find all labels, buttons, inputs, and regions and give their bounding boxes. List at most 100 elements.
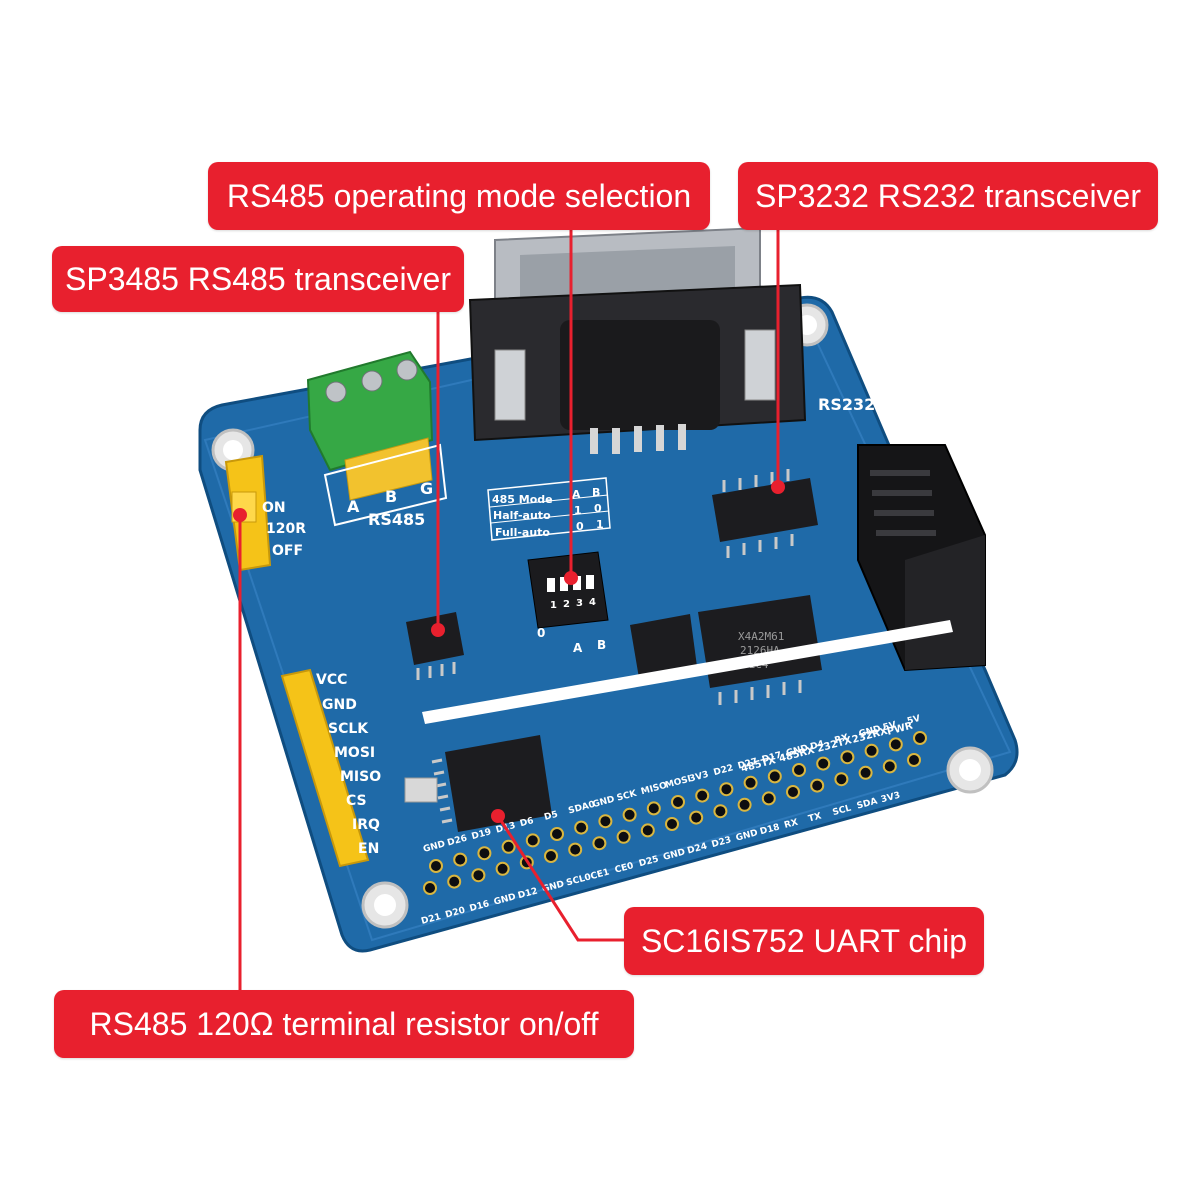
gpio-label-bottom-19: 5V xyxy=(882,720,897,733)
gpio-label-top-2: D16 xyxy=(469,899,491,914)
jumper-label-120r: 120R xyxy=(266,521,306,537)
leader-uart-chip xyxy=(496,815,624,942)
gpio-label-top-7: CE1 xyxy=(590,868,611,883)
gpio-label-top-4: D12 xyxy=(517,886,539,901)
mode-table-col-b: B xyxy=(592,486,600,499)
gpio-hole xyxy=(907,753,921,767)
sp3485-chip xyxy=(406,612,464,680)
gpio-hole xyxy=(913,731,927,745)
mode-row-half: Half-auto xyxy=(493,509,551,522)
side-label-miso: MISO xyxy=(340,769,381,785)
dip-number-3: 3 xyxy=(576,598,583,609)
gpio-hole xyxy=(689,810,704,825)
terminal-pin-g: G xyxy=(420,479,433,498)
gpio-hole xyxy=(616,829,631,844)
gpio-label-bottom-5: D5 xyxy=(543,810,559,823)
mode-row-full-a: 0 xyxy=(576,520,584,533)
gpio-label-bottom-1: D26 xyxy=(446,834,468,849)
chip-mark-1: X4A2M61 xyxy=(738,630,784,643)
gpio-hole xyxy=(840,750,855,765)
gpio-hole xyxy=(713,804,728,819)
gpio-hole xyxy=(646,801,661,816)
dip-number-1: 1 xyxy=(550,600,557,611)
gpio-label-bottom-11: 3V3 xyxy=(688,770,709,785)
gpio-hole xyxy=(743,775,758,790)
gpio-label-bottom-16: D4 xyxy=(809,739,825,752)
jumper-label-off: OFF xyxy=(272,543,303,559)
gpio-label-top-11: D24 xyxy=(686,842,708,857)
db9-connector xyxy=(468,226,807,454)
side-label-gnd: GND xyxy=(322,697,357,713)
gpio-hole xyxy=(737,797,752,812)
gpio-label-bottom-17: RX xyxy=(834,733,850,746)
mode-row-half-b: 0 xyxy=(594,502,602,515)
gpio-hole xyxy=(864,743,879,758)
gpio-hole xyxy=(882,759,897,774)
gpio-hole xyxy=(550,827,564,841)
gpio-hole xyxy=(568,842,583,857)
gpio-label-bottom-2: D19 xyxy=(471,827,493,842)
gpio-hole xyxy=(671,795,685,809)
gpio-hole xyxy=(622,807,637,822)
callout-terminal-resistor: RS485 120Ω terminal resistor on/off xyxy=(54,990,634,1058)
side-label-cs: CS xyxy=(346,793,367,809)
gpio-hole xyxy=(792,763,806,777)
side-pin-header xyxy=(280,668,370,868)
gpio-hole xyxy=(477,846,492,861)
sp3232-chip xyxy=(712,469,818,558)
terminal-pin-a: A xyxy=(347,497,360,516)
crystal-oscillator xyxy=(404,777,438,803)
gpio-hole xyxy=(858,765,873,780)
gpio-label-top-12: D23 xyxy=(711,835,733,850)
side-label-sclk: SCLK xyxy=(328,721,369,737)
gpio-hole xyxy=(544,849,558,863)
dip-switch: 1 2 3 4 A B 0 xyxy=(527,551,609,655)
gpio-label-top-16: TX xyxy=(807,811,822,824)
gpio-hole xyxy=(816,756,831,771)
callout-rs232-transceiver-text: SP3232 RS232 transceiver xyxy=(755,178,1141,214)
callout-uart-chip-text: SC16IS752 UART chip xyxy=(640,923,968,959)
gpio-label-bottom-4: D6 xyxy=(519,816,535,829)
mode-row-full-b: 1 xyxy=(596,518,604,531)
mode-table-col-a: A xyxy=(572,488,581,501)
gpio-hole xyxy=(471,868,486,883)
gpio-label-bottom-13: D27 xyxy=(737,757,759,772)
gpio-hole xyxy=(786,785,800,799)
mode-row-half-a: 1 xyxy=(574,504,582,517)
gpio-hole xyxy=(525,833,540,848)
gpio-label-bottom-20: 5V xyxy=(906,714,921,727)
gpio-hole xyxy=(695,788,710,803)
dip-number-2: 2 xyxy=(563,599,570,610)
terminal-pin-b: B xyxy=(385,487,397,506)
gpio-label-top-17: SCL xyxy=(832,803,853,818)
jumper-label-on: ON xyxy=(262,500,286,516)
gpio-hole xyxy=(423,881,437,895)
gpio-label-top-14: D18 xyxy=(759,822,781,837)
dip-number-4: 4 xyxy=(589,597,596,608)
gpio-label-bottom-14: D17 xyxy=(761,750,783,765)
rs232-label: RS232 xyxy=(818,395,875,414)
side-label-en: EN xyxy=(358,841,379,857)
mode-table-header: 485 Mode xyxy=(492,493,553,506)
gpio-label-top-8: CE0 xyxy=(614,861,635,876)
callout-mode-selection: RS485 operating mode selection xyxy=(208,162,710,230)
side-label-mosi: MOSI xyxy=(334,745,375,761)
callout-rs232-transceiver: SP3232 RS232 transceiver xyxy=(738,162,1158,230)
gpio-hole xyxy=(810,778,825,793)
gpio-hole xyxy=(453,852,468,867)
gpio-hole xyxy=(429,859,443,873)
callout-terminal-resistor-text: RS485 120Ω terminal resistor on/off xyxy=(89,1006,599,1042)
gpio-label-top-19: 3V3 xyxy=(880,791,901,806)
gpio-hole xyxy=(501,839,516,854)
gpio-label-bottom-12: D22 xyxy=(713,763,735,778)
gpio-hole xyxy=(640,823,655,838)
terminal-pin-labels: A B G RS485 xyxy=(323,443,448,529)
regulator-chip xyxy=(630,614,698,684)
gpio-hole xyxy=(767,769,782,784)
gpio-hole xyxy=(665,817,679,831)
gpio-hole xyxy=(592,836,607,851)
side-header-labels: VCC GND SCLK MOSI MISO CS IRQ EN xyxy=(316,672,381,857)
mode-row-full: Full-auto xyxy=(495,526,550,539)
